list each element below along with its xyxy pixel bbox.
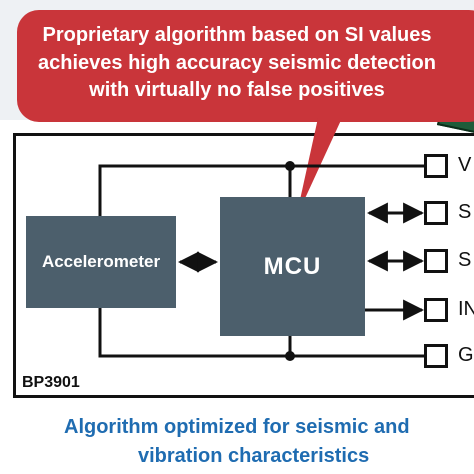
pin-1-label: V <box>458 154 472 176</box>
pin-5-terminal <box>424 344 448 368</box>
pin-4-label: IN <box>458 298 474 320</box>
ground-junction-dot <box>285 351 295 361</box>
part-number-label: BP3901 <box>22 374 80 391</box>
callout-line-3: with virtually no false positives <box>89 79 385 101</box>
pin-3-label: S <box>458 249 472 271</box>
pin-5-label: G <box>458 344 474 366</box>
callout-text: Proprietary algorithm based on SI values… <box>17 22 457 105</box>
pin-4-terminal <box>424 298 448 322</box>
callout-line-1: Proprietary algorithm based on SI values <box>42 24 432 46</box>
pin-3-terminal <box>424 249 448 273</box>
accelerometer-block: Accelerometer <box>26 216 176 308</box>
callout-pointer <box>296 118 342 218</box>
mcu-block: MCU <box>220 197 365 336</box>
power-wire <box>98 164 424 216</box>
pin-2-label: S <box>458 201 472 223</box>
caption-line-2: vibration characteristics <box>138 445 370 467</box>
ground-wire <box>98 308 424 358</box>
pin-2-terminal <box>424 201 448 225</box>
callout-line-2: achieves high accuracy seismic detection <box>38 51 436 74</box>
power-junction-dot <box>285 161 295 171</box>
pin-1-terminal <box>424 154 448 178</box>
caption-line-1: Algorithm optimized for seismic and <box>64 416 410 438</box>
callout-bubble <box>17 10 474 122</box>
